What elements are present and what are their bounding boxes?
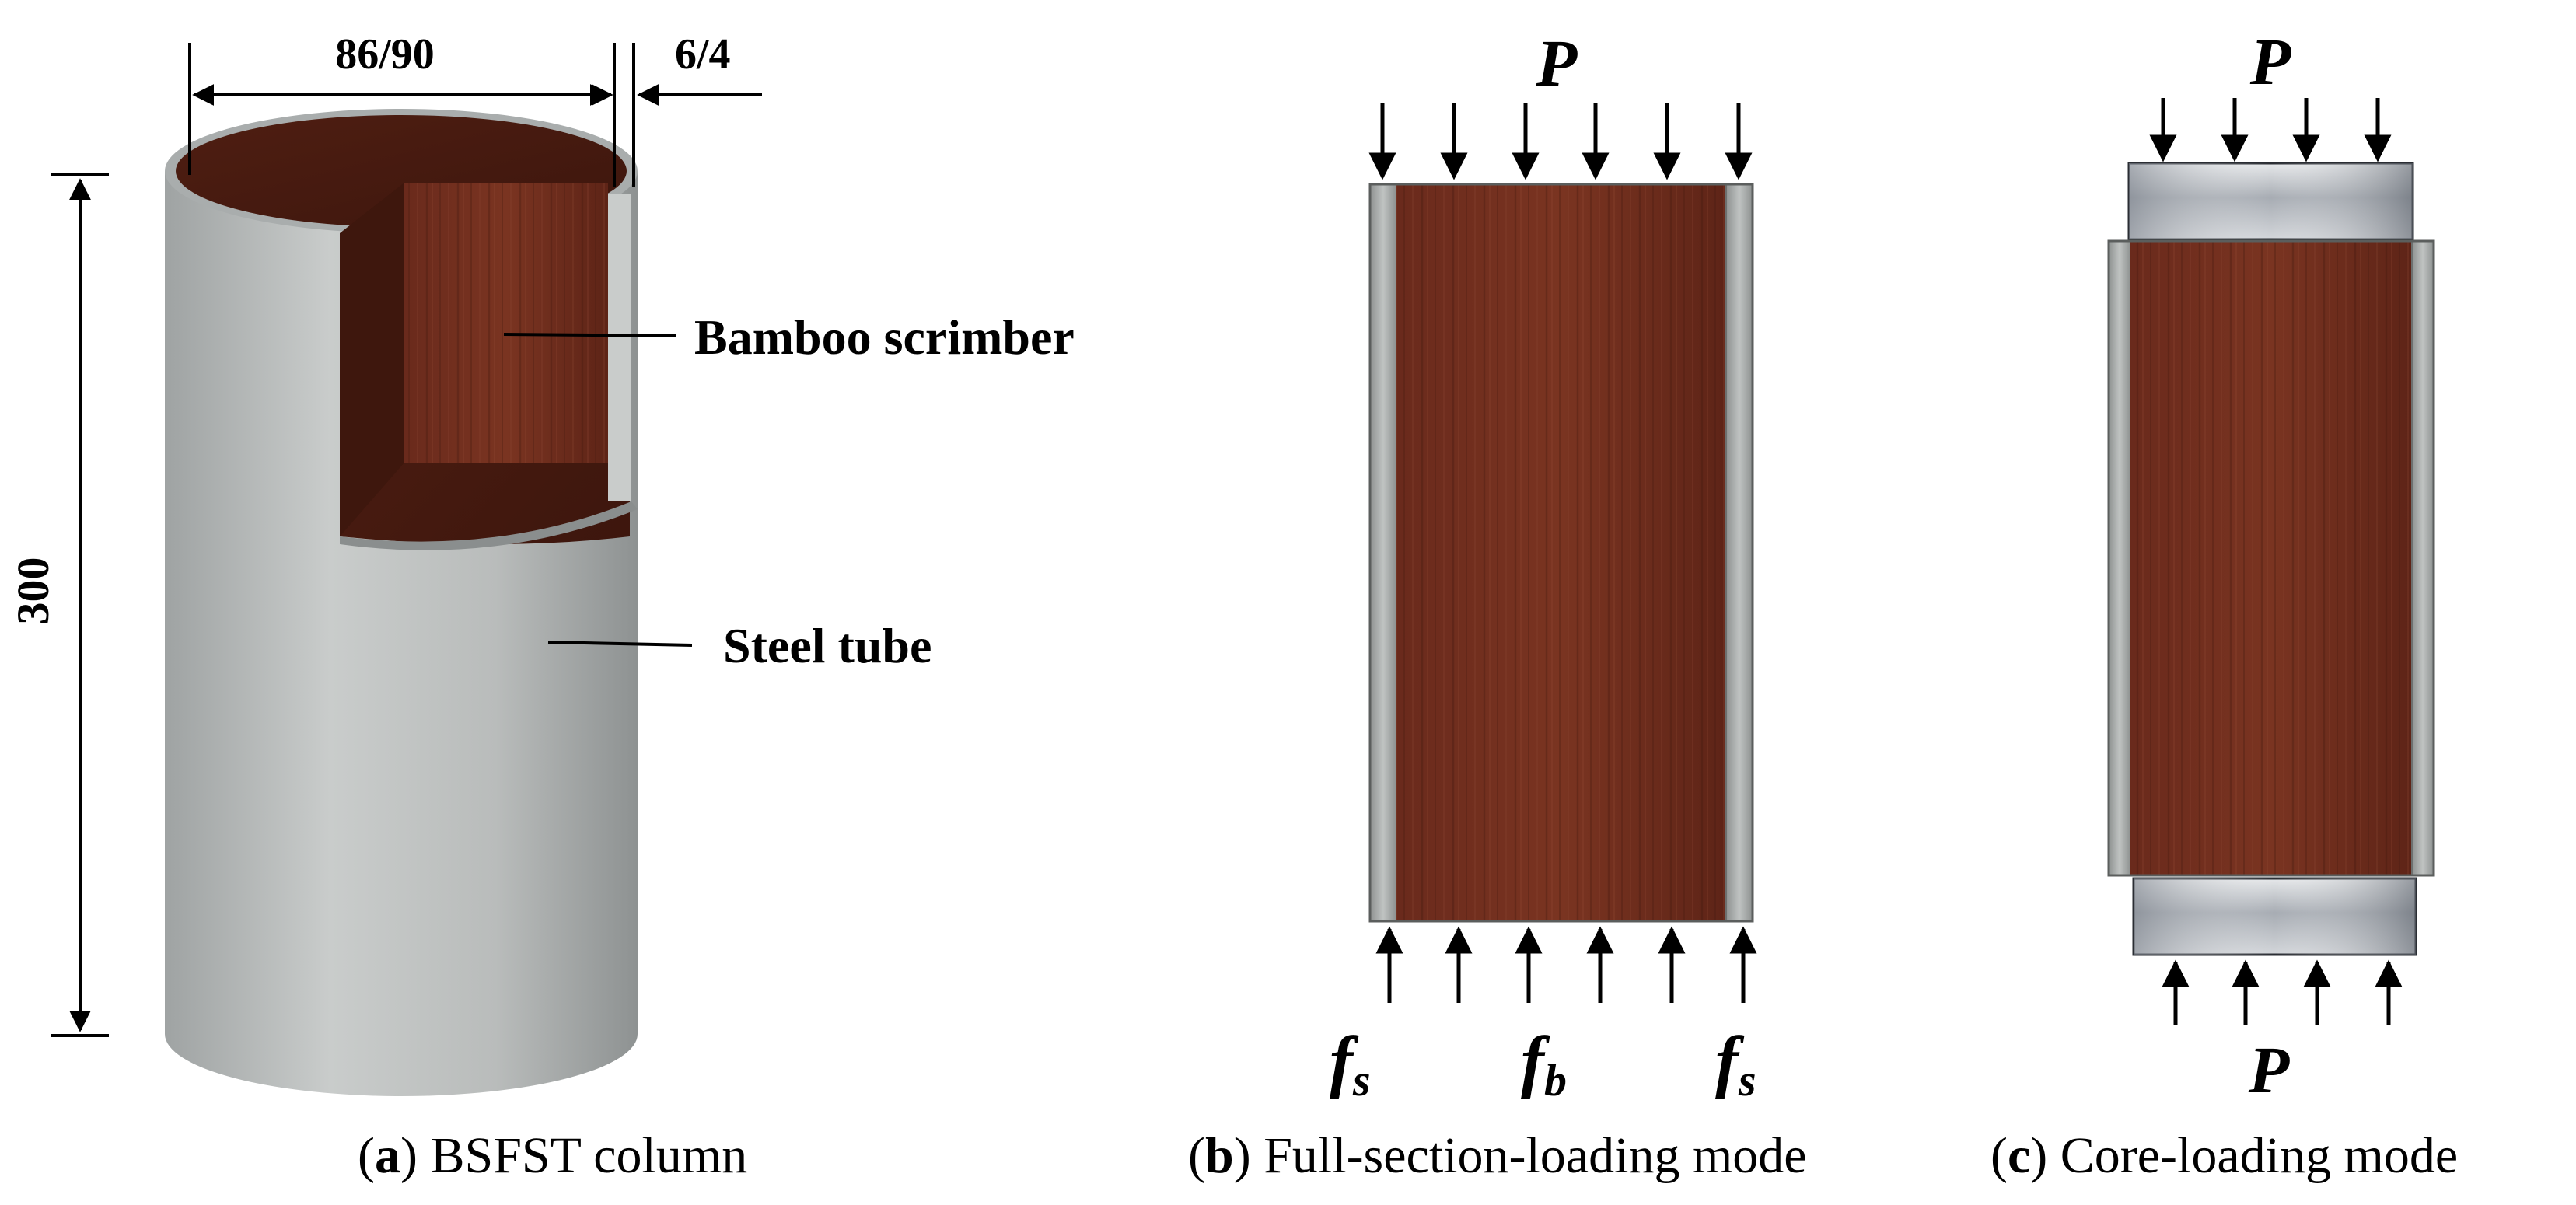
caption-b: (b) Full-section-loading mode: [1188, 1127, 1807, 1184]
stress-fs-left: fs: [1330, 1023, 1371, 1105]
steel-tube-label: Steel tube: [723, 618, 931, 673]
load-arrows-top-b: [1368, 103, 1753, 180]
caption-a-text: BSFST column: [418, 1127, 747, 1184]
thickness-label: 6/4: [675, 30, 731, 79]
panel-c: P P (c) Core-loa: [1991, 24, 2458, 1184]
load-p-bottom-c: P: [2248, 1032, 2291, 1107]
dimension-thickness: 6/4: [583, 30, 762, 187]
stress-fb: fb: [1521, 1023, 1567, 1105]
leader-core: [503, 333, 677, 337]
reaction-arrows-c: [2162, 959, 2403, 1025]
caption-c-letter: c: [2008, 1127, 2030, 1184]
reaction-arrows-b: [1375, 926, 1757, 1003]
bamboo-core-shape: [340, 183, 638, 550]
specimen-b: [1368, 183, 1754, 923]
panel-a: 86/90 6/4 300 Bamboo scrimber Steel tube…: [8, 30, 1075, 1184]
top-loading-plate: [2127, 162, 2414, 241]
dimension-diameter: 86/90: [188, 30, 616, 187]
load-p-top-c: P: [2249, 24, 2292, 99]
caption-b-text: Full-section-loading mode: [1251, 1127, 1807, 1184]
caption-c: (c) Core-loading mode: [1991, 1127, 2458, 1184]
height-label: 300: [8, 557, 58, 625]
load-arrows-top-c: [2149, 98, 2392, 162]
leader-tube: [547, 641, 693, 647]
stress-fs-right: fs: [1715, 1023, 1756, 1105]
caption-b-letter: b: [1205, 1127, 1234, 1184]
dimension-height: 300: [8, 173, 109, 1037]
specimen-c: [2107, 239, 2435, 877]
caption-c-text: Core-loading mode: [2047, 1127, 2458, 1184]
bottom-loading-plate: [2132, 877, 2417, 956]
caption-a-letter: a: [375, 1127, 400, 1184]
panel-b: P fs fb fs (b) Full-section-lo: [1188, 26, 1807, 1184]
load-p-top-b: P: [1536, 26, 1578, 100]
bamboo-scrimber-label: Bamboo scrimber: [694, 309, 1075, 365]
caption-a: (a) BSFST column: [358, 1127, 747, 1184]
diameter-label: 86/90: [335, 30, 435, 79]
